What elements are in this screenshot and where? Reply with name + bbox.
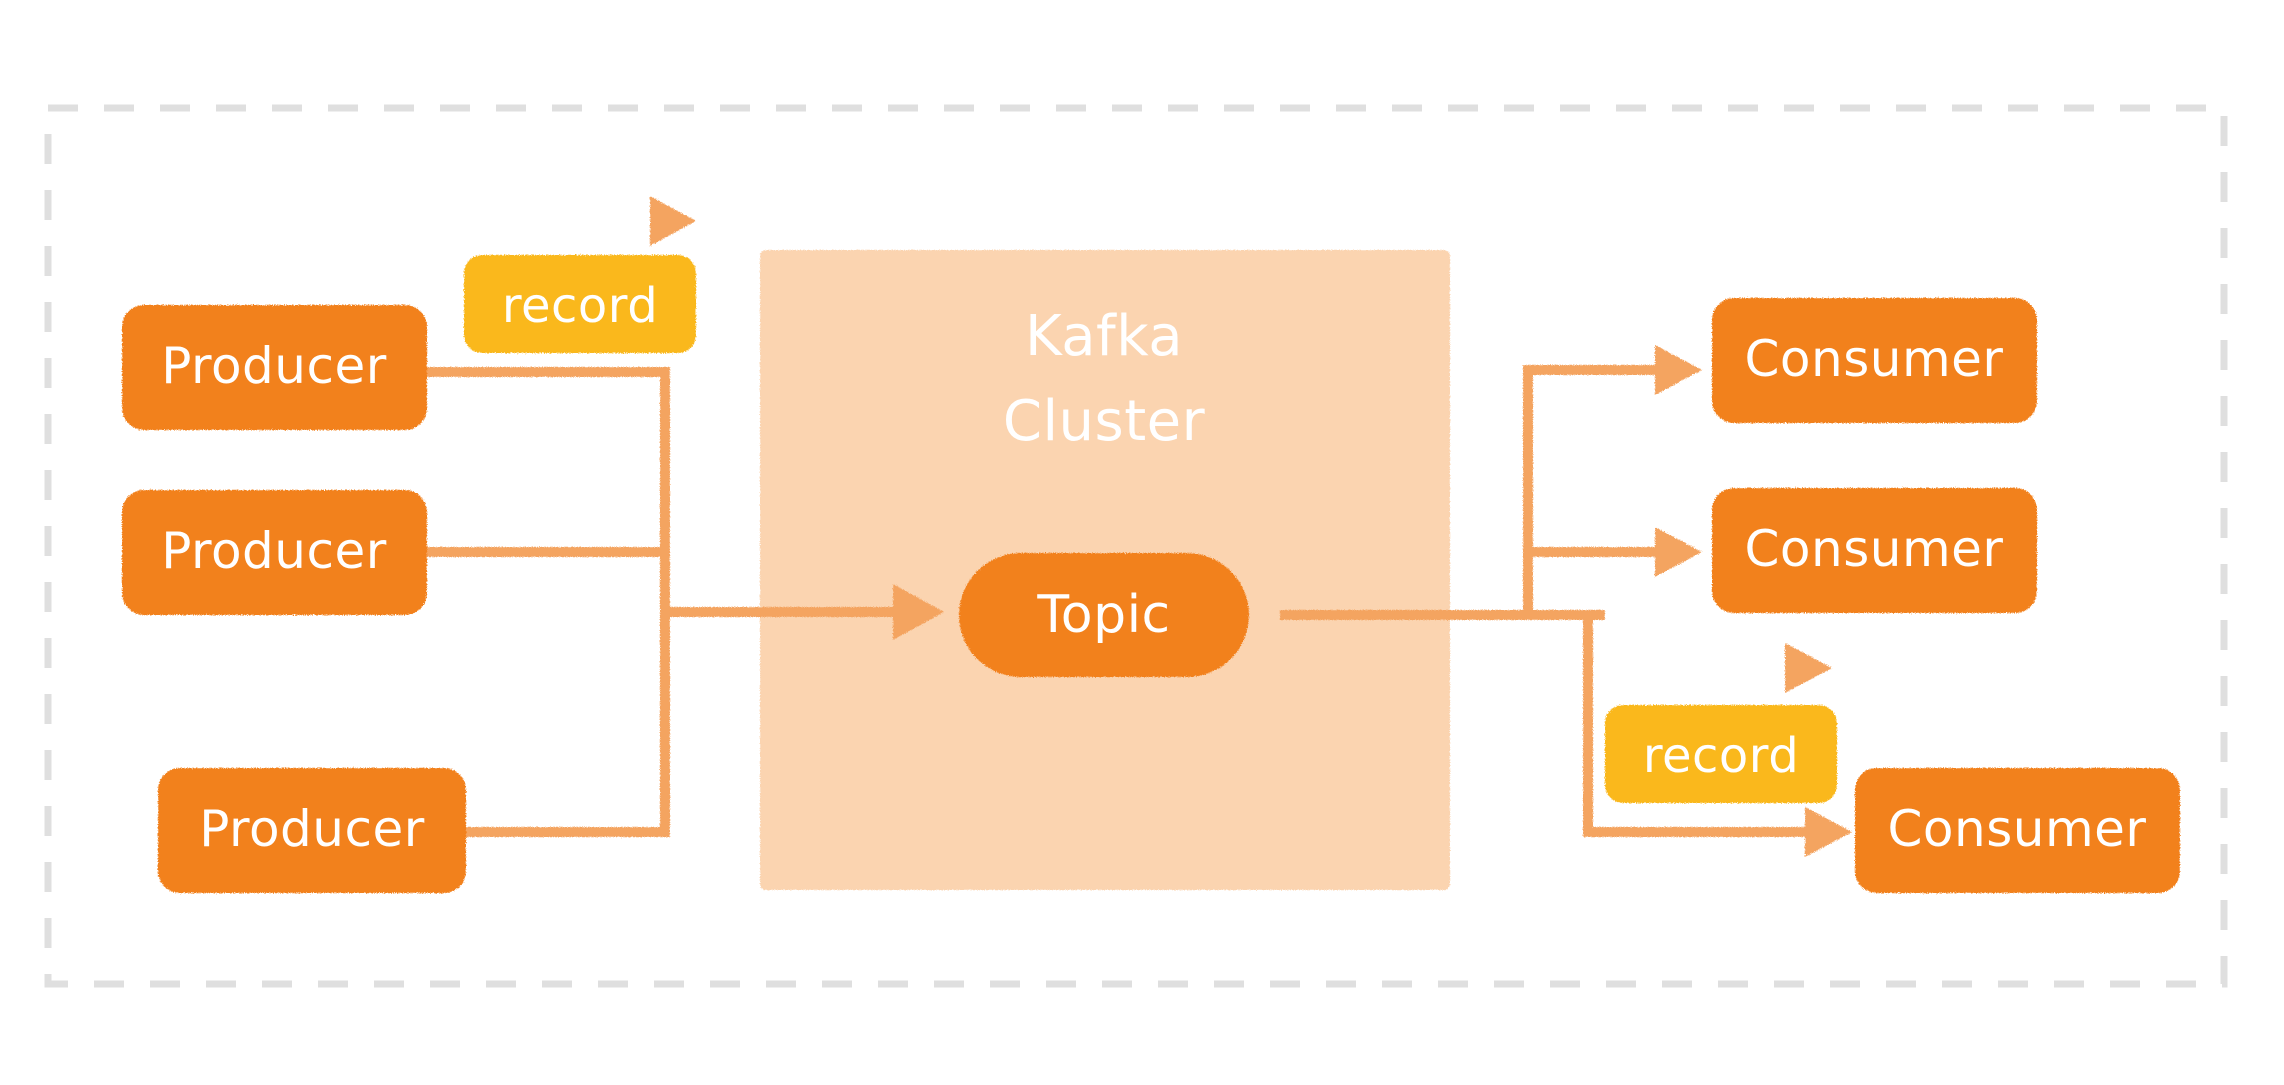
record-label: record (502, 278, 658, 334)
producer-label: Producer (161, 522, 387, 580)
record-chip[interactable] (1605, 705, 1837, 803)
consumer-label: Consumer (1888, 800, 2147, 858)
kafka-cluster-label-line2: Cluster (1003, 389, 1206, 454)
consumer-node[interactable] (1855, 768, 2180, 893)
producer-label: Producer (161, 337, 387, 395)
arrowhead-to-topic (893, 584, 944, 640)
producer-label: Producer (199, 800, 425, 858)
consumer-label: Consumer (1745, 520, 2004, 578)
consumer-node[interactable] (1712, 298, 2037, 423)
arrowhead-record-out (1785, 643, 1832, 693)
producer-node[interactable] (158, 768, 466, 893)
producer-node[interactable] (122, 490, 427, 615)
record-chip[interactable] (464, 255, 696, 353)
producer-node[interactable] (122, 305, 427, 430)
consumer-node[interactable] (1712, 488, 2037, 613)
dashed-frame (44, 104, 2228, 988)
arrowhead-consumer3 (1805, 807, 1852, 857)
topic-node[interactable] (959, 553, 1249, 677)
topic-label: Topic (1036, 585, 1170, 645)
consumer-label: Consumer (1745, 330, 2004, 388)
arrowhead-consumer2 (1655, 527, 1702, 577)
record-label: record (1643, 728, 1799, 784)
kafka-cluster-label-line1: Kafka (1025, 304, 1183, 369)
arrowhead-record-in (650, 196, 696, 246)
arrowhead-consumer1 (1655, 345, 1702, 395)
